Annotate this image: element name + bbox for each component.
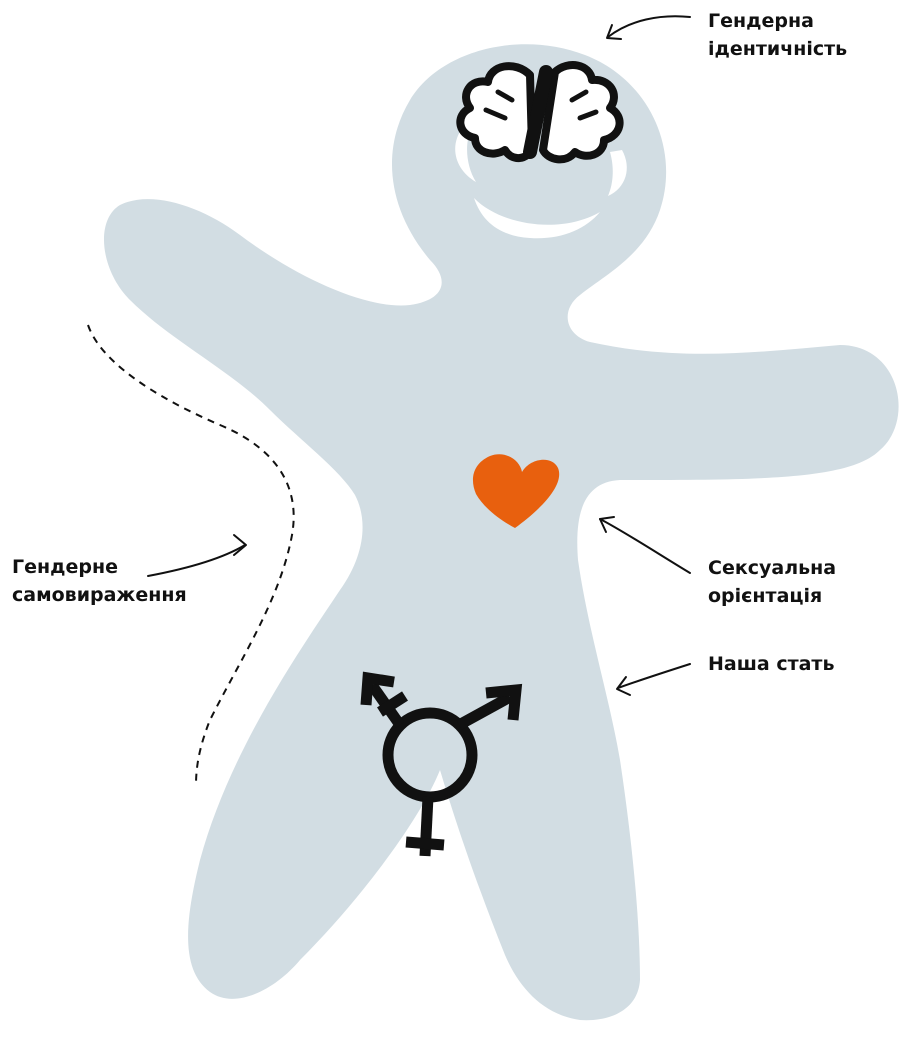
arrow-gender-identity	[608, 16, 690, 37]
symbol-female-crossbar	[406, 842, 444, 845]
label-gender-expression-line1: Гендерне	[12, 553, 187, 581]
label-sexual-orientation-line2: орієнтація	[708, 582, 836, 610]
arrow-sexual-orientation	[600, 519, 690, 573]
gingerbread-figure	[104, 44, 899, 1020]
figure-body	[104, 44, 899, 1020]
label-sexual-orientation: Сексуальна орієнтація	[708, 554, 836, 610]
label-gender-identity-line2: ідентичність	[708, 35, 847, 63]
label-gender-identity-line1: Гендерна	[708, 7, 847, 35]
label-gender-expression: Гендерне самовираження	[12, 553, 187, 609]
label-sex: Наша стать	[708, 650, 834, 678]
arrow-sex	[618, 664, 690, 688]
label-sex-line1: Наша стать	[708, 650, 834, 678]
label-gender-identity: Гендерна ідентичність	[708, 7, 847, 63]
label-gender-expression-line2: самовираження	[12, 581, 187, 609]
label-sexual-orientation-line1: Сексуальна	[708, 554, 836, 582]
brain-icon	[460, 65, 619, 159]
